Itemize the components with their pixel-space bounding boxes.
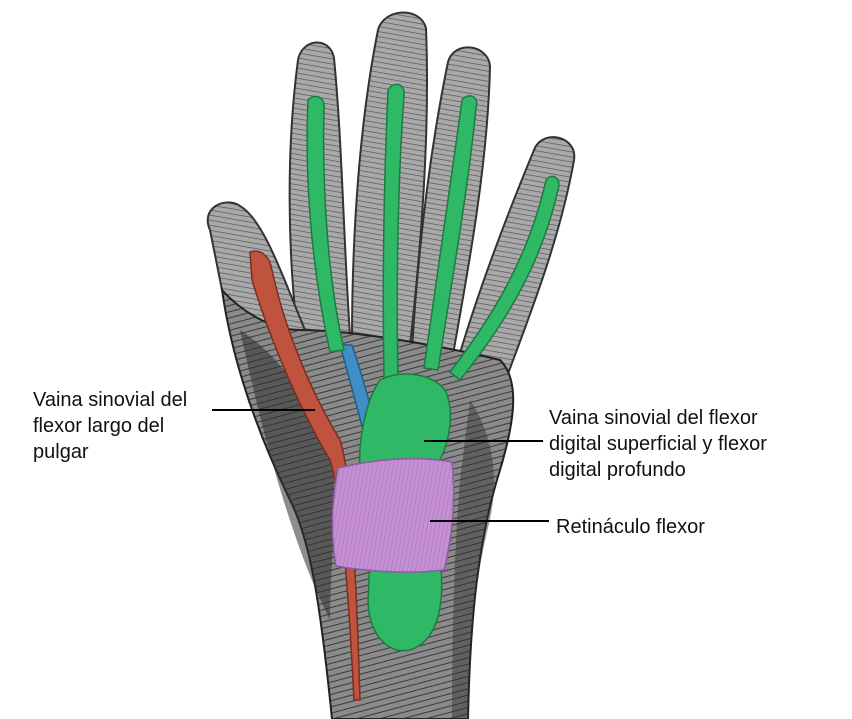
label-line: Vaina sinovial del: [33, 389, 188, 411]
label-line: pulgar: [33, 441, 89, 463]
label-line: digital profundo: [549, 459, 686, 481]
label-line: flexor largo del: [33, 415, 165, 437]
label-line: Vaina sinovial del flexor: [549, 407, 758, 429]
label-line: digital superficial y flexor: [549, 433, 767, 455]
label-flexor-retinaculum: Retináculo flexor: [556, 514, 705, 540]
sheath-ring: [423, 95, 478, 371]
flexor-digitorum-sheaths: [306, 83, 560, 652]
sheath-carpal: [367, 559, 443, 652]
flexor-retinaculum: [331, 457, 455, 573]
sheath-little: [448, 175, 560, 382]
sheath-middle: [382, 83, 405, 381]
sheath-index: [306, 95, 345, 353]
sheath-common: [358, 373, 452, 471]
label-flexor-pollicis-sheath: Vaina sinovial del flexor largo del pulg…: [33, 387, 187, 465]
label-flexor-digitorum-sheath: Vaina sinovial del flexor digital superf…: [549, 405, 767, 483]
label-line: Retináculo flexor: [556, 516, 705, 538]
